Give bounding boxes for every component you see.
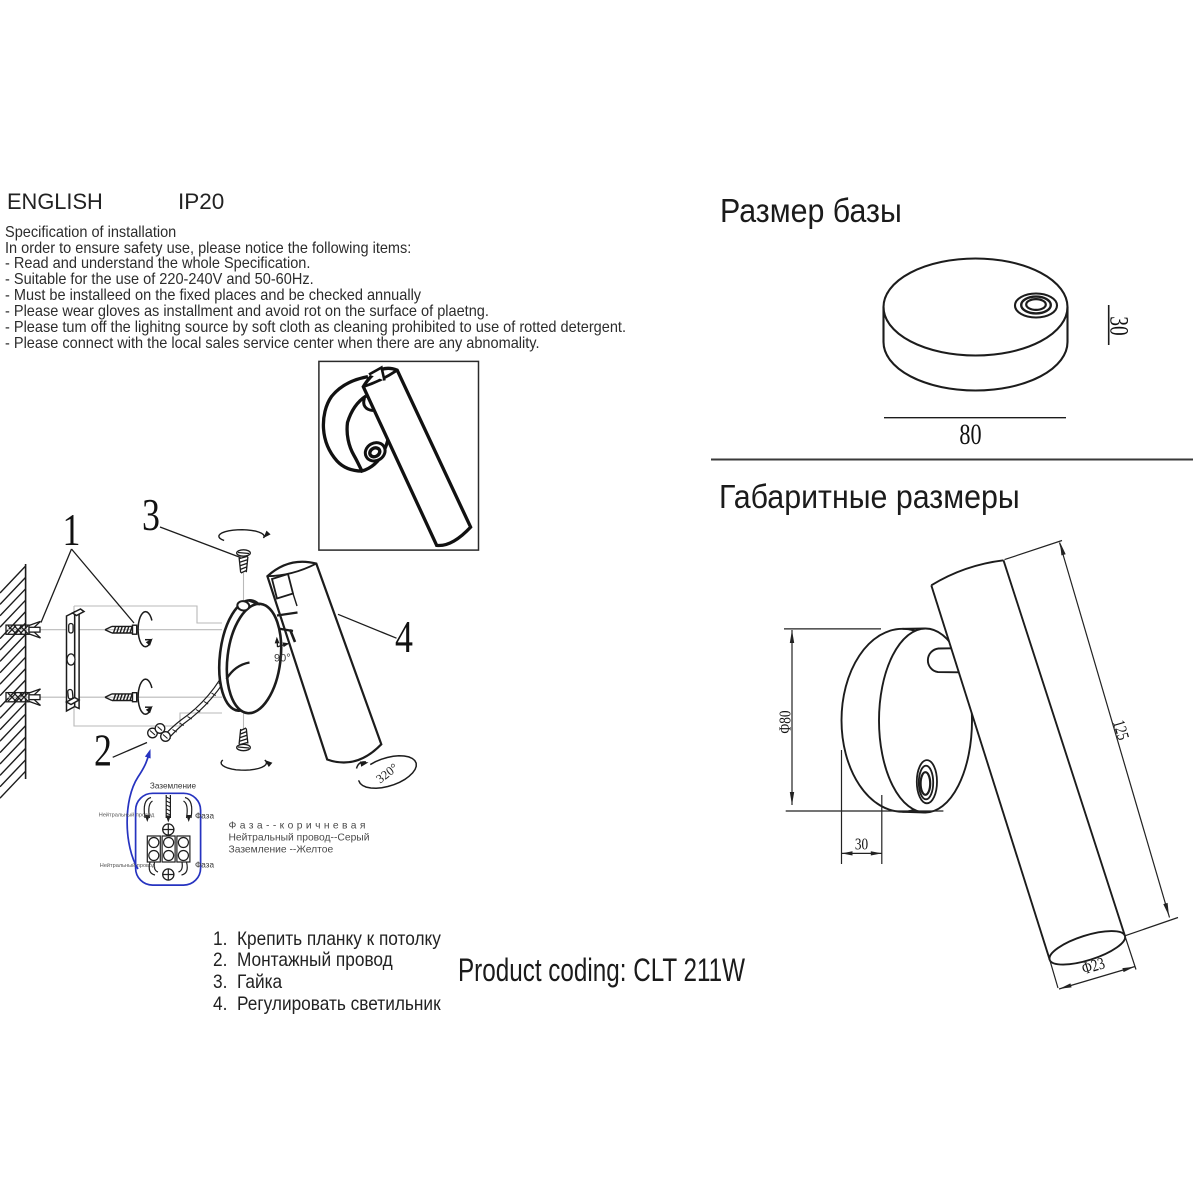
svg-text:Заземление --Желтое: Заземление --Желтое [229, 845, 334, 856]
svg-text:Фаза: Фаза [195, 812, 214, 821]
svg-text:90°: 90° [274, 653, 291, 665]
svg-text:2: 2 [94, 724, 112, 775]
svg-text:Нейтральный провод: Нейтральный провод [100, 862, 156, 869]
svg-text:Заземление: Заземление [150, 782, 197, 791]
svg-text:80: 80 [959, 417, 981, 451]
svg-text:Фаза--коричневая: Фаза--коричневая [229, 821, 369, 832]
svg-text:4: 4 [395, 611, 413, 662]
svg-text:Нейтральный провод--Серый: Нейтральный провод--Серый [229, 833, 370, 844]
svg-text:Φ80: Φ80 [776, 710, 795, 733]
svg-text:3: 3 [142, 489, 160, 540]
svg-text:320°: 320° [373, 761, 400, 787]
svg-text:30: 30 [1105, 316, 1133, 335]
svg-text:30: 30 [855, 835, 869, 854]
svg-text:125: 125 [1109, 718, 1133, 743]
svg-text:Φ23: Φ23 [1080, 954, 1108, 979]
svg-text:Нейтральный провод: Нейтральный провод [99, 812, 155, 819]
svg-text:Фаза: Фаза [195, 861, 214, 870]
svg-text:1: 1 [63, 504, 81, 555]
